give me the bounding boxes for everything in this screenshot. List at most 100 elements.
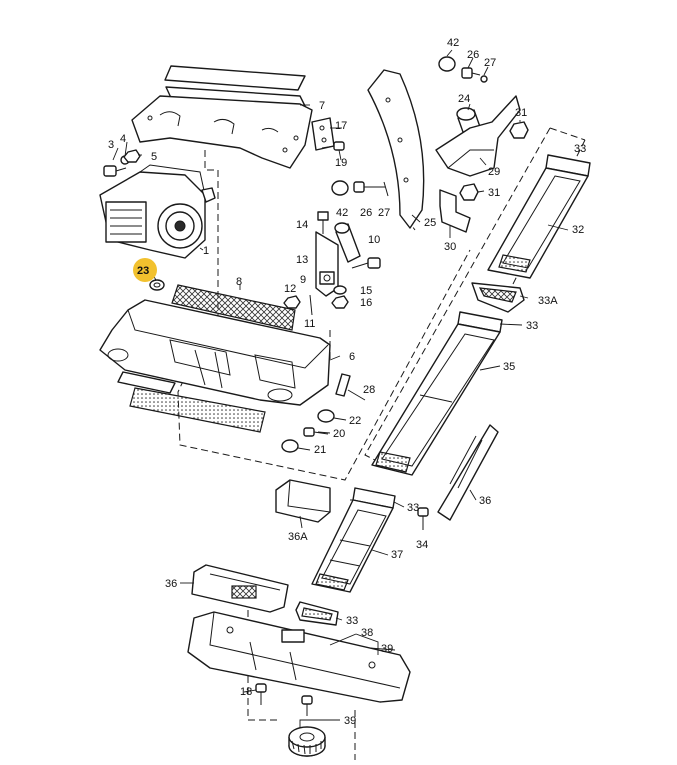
part-39-knob[interactable] — [288, 726, 326, 757]
label-13: 13 — [296, 254, 308, 266]
label-22: 22 — [349, 415, 361, 427]
part-17-bracket-plate[interactable] — [311, 117, 335, 151]
part-36-vent-right[interactable] — [437, 424, 499, 521]
label-9: 9 — [300, 274, 306, 286]
label-11: 11 — [304, 318, 315, 330]
label-36-right: 36 — [479, 495, 491, 507]
part-15-washer[interactable] — [333, 285, 347, 295]
label-24: 24 — [458, 93, 470, 105]
part-6-heater-housing[interactable] — [99, 299, 331, 406]
label-18: 18 — [240, 686, 252, 698]
label-27-middle: 27 — [378, 207, 390, 219]
part-7-plenum-cover[interactable] — [131, 65, 313, 169]
part-13-bracket[interactable] — [315, 231, 339, 297]
part-16-nut[interactable] — [331, 295, 349, 309]
part-10-screw[interactable] — [351, 257, 381, 269]
label-25: 25 — [424, 217, 436, 229]
part-39-screw[interactable] — [301, 695, 313, 716]
label-33A: 33A — [538, 295, 558, 307]
label-10: 10 — [368, 234, 380, 246]
part-42-cap-top[interactable] — [438, 56, 456, 72]
label-28: 28 — [363, 384, 375, 396]
part-42-cap-middle[interactable] — [331, 180, 349, 196]
label-14: 14 — [296, 219, 308, 231]
label-33-low: 33 — [407, 502, 419, 514]
label-4: 4 — [120, 133, 126, 145]
part-26-screw-top[interactable] — [461, 67, 481, 79]
label-38: 38 — [361, 627, 373, 639]
part-11-pin[interactable] — [309, 294, 313, 316]
part-2-seal-strip[interactable] — [117, 371, 266, 433]
part-1-blower-motor[interactable] — [99, 164, 216, 259]
label-3: 3 — [108, 139, 114, 151]
part-27-clip-top[interactable] — [480, 75, 488, 83]
part-30-mounting-bracket[interactable] — [439, 189, 471, 233]
label-23: 23 — [137, 265, 149, 277]
label-17: 17 — [335, 120, 347, 132]
label-15: 15 — [360, 285, 372, 297]
highlight-callout-23[interactable]: 23 — [133, 258, 157, 282]
label-35: 35 — [503, 361, 515, 373]
part-12-nut[interactable] — [283, 295, 301, 309]
part-31-nut-middle[interactable] — [459, 183, 479, 201]
label-27-top: 27 — [484, 57, 496, 69]
label-30: 30 — [444, 241, 456, 253]
part-28-clip[interactable] — [335, 373, 351, 397]
label-5: 5 — [151, 151, 157, 163]
part-25-side-panel[interactable] — [367, 69, 425, 229]
label-33-mid: 33 — [526, 320, 538, 332]
part-27-clip-middle[interactable] — [383, 181, 389, 197]
label-33-top: 33 — [574, 143, 586, 155]
part-35-center-duct[interactable] — [371, 323, 501, 476]
label-31-middle: 31 — [488, 187, 500, 199]
label-26-middle: 26 — [360, 207, 372, 219]
part-9-clip[interactable] — [319, 271, 335, 285]
label-42-top: 42 — [447, 37, 459, 49]
label-1: 1 — [203, 245, 209, 257]
part-34-screw[interactable] — [417, 507, 429, 530]
label-26-top: 26 — [467, 49, 479, 61]
part-33A-outlet[interactable] — [471, 282, 525, 313]
label-19: 19 — [335, 157, 347, 169]
label-8: 8 — [236, 276, 242, 288]
label-42-middle: 42 — [336, 207, 348, 219]
part-33-end-piece-bottom[interactable] — [295, 601, 339, 626]
label-39-tray: 39 — [381, 643, 393, 655]
label-12: 12 — [284, 283, 296, 295]
label-36-left: 36 — [165, 578, 177, 590]
part-5-nut[interactable] — [123, 149, 141, 163]
label-leader-lines — [112, 49, 569, 728]
part-18-screw[interactable] — [255, 683, 267, 705]
part-32-side-duct[interactable] — [487, 167, 589, 279]
highlight-circle — [133, 258, 157, 282]
part-8-grille[interactable] — [171, 284, 296, 331]
part-14-bolt[interactable] — [317, 211, 329, 234]
label-16: 16 — [360, 297, 372, 309]
part-37-lower-duct[interactable] — [311, 499, 394, 593]
part-36A-outlet[interactable] — [275, 479, 331, 523]
label-21: 21 — [314, 444, 326, 456]
part-22-cap[interactable] — [317, 409, 335, 423]
label-37: 37 — [391, 549, 403, 561]
label-33-bottom: 33 — [346, 615, 358, 627]
part-29-bracket[interactable] — [435, 95, 521, 177]
label-34: 34 — [416, 539, 428, 551]
label-31-top: 31 — [515, 107, 527, 119]
label-7: 7 — [319, 100, 325, 112]
label-29: 29 — [488, 166, 500, 178]
part-23-grommet[interactable] — [149, 279, 165, 291]
part-labels: 7 1 3 4 5 6 8 9 10 11 12 13 14 15 16 17 … — [108, 37, 586, 727]
part-26-screw-middle[interactable] — [353, 181, 385, 193]
label-36A: 36A — [288, 531, 308, 543]
part-36-vent-left[interactable] — [191, 564, 289, 613]
label-32: 32 — [572, 224, 584, 236]
label-20: 20 — [333, 428, 345, 440]
part-38-lower-tray[interactable] — [187, 611, 411, 703]
part-21-cap[interactable] — [281, 439, 299, 453]
part-31-nut-top[interactable] — [509, 121, 529, 139]
part-20-screw[interactable] — [303, 427, 329, 437]
part-capacitor[interactable] — [334, 222, 361, 263]
part-3-screw[interactable] — [103, 165, 127, 177]
label-39-knob: 39 — [344, 715, 356, 727]
